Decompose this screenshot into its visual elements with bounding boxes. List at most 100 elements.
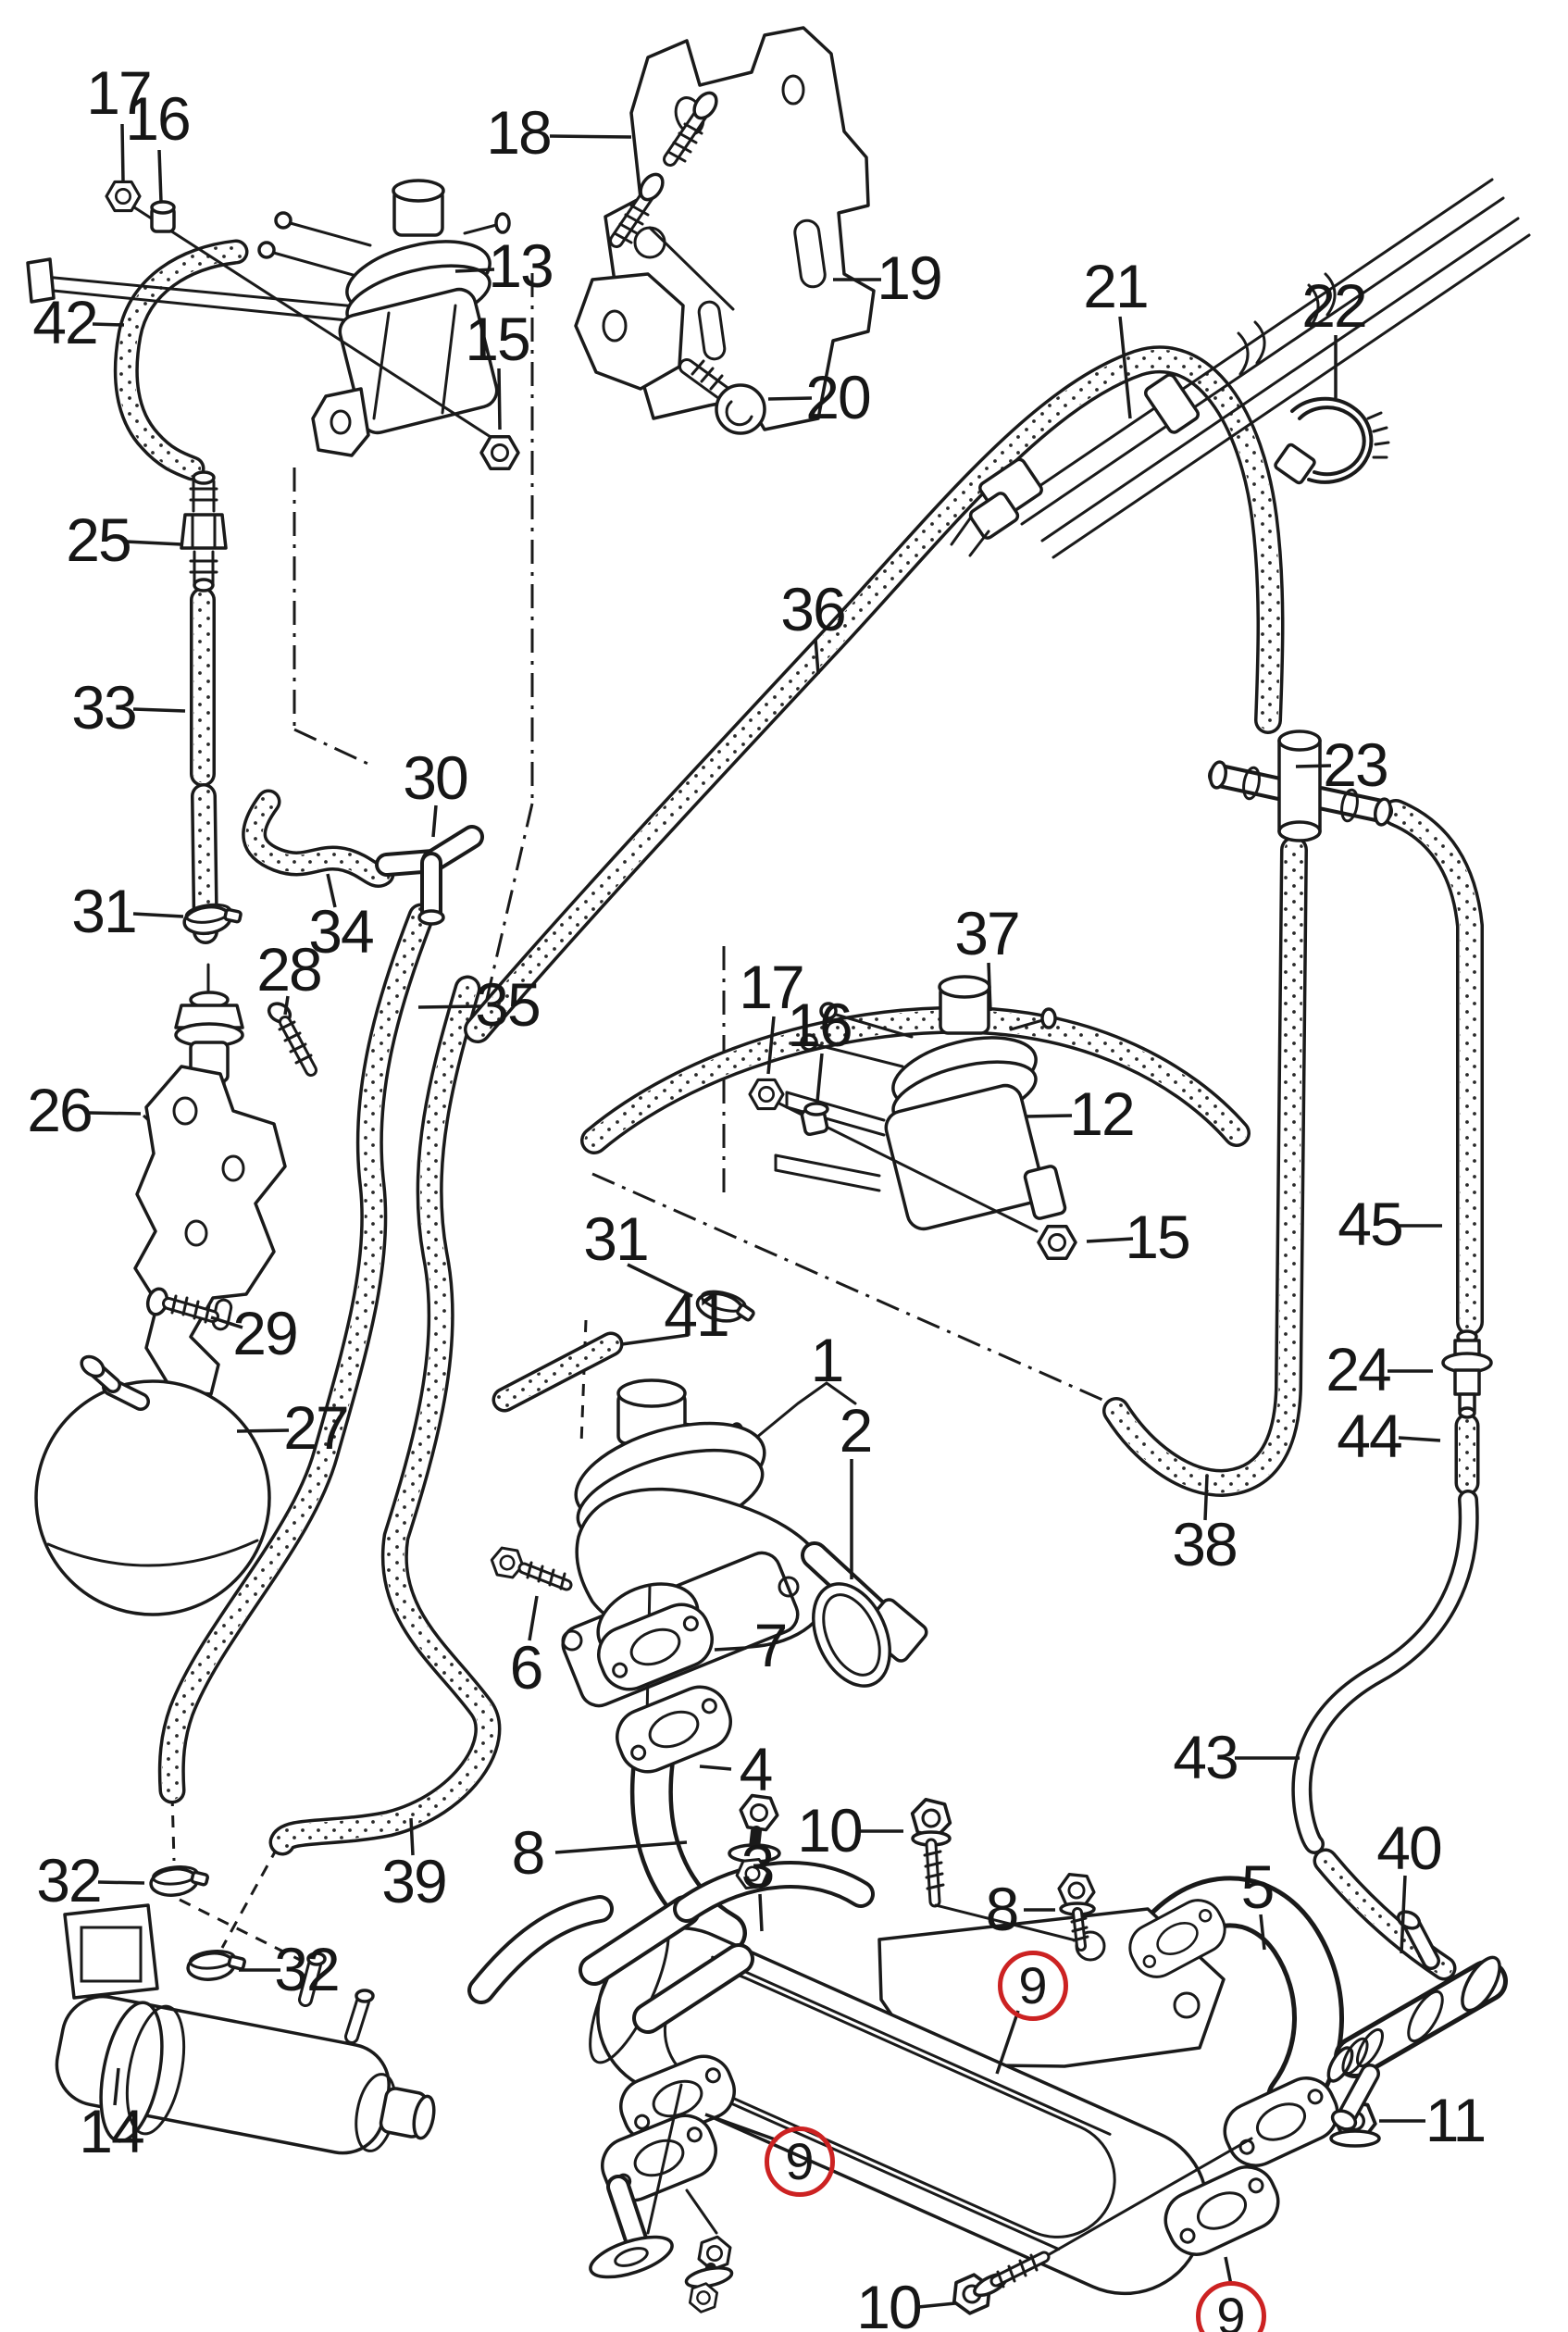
leader-line-37 [987,962,992,1012]
leader-line-9 [704,2113,778,2142]
leader-line-10 [917,2301,956,2309]
o-ring-2 [812,1582,891,1688]
leader-line-16 [157,149,163,203]
leader-line-44 [1398,1436,1441,1442]
part-number-10: 10 [797,1796,863,1864]
leader-line-29 [210,1316,243,1329]
part-number-17: 17 [739,953,804,1021]
part-number-35: 35 [475,970,541,1039]
part-number-1: 1 [810,1326,845,1394]
solenoid-valve-13 [26,179,520,471]
cross-connector-23 [1208,730,1393,842]
leader-line-38 [1203,1475,1209,1521]
part-number-38: 38 [1172,1510,1238,1578]
part-number-10: 10 [856,2273,922,2332]
solenoid-valve-14 [55,1903,436,2155]
part-number-21: 21 [1083,252,1149,320]
leader-line-40 [1400,1875,1407,1954]
part-number-7: 7 [753,1611,789,1679]
part-number-20: 20 [805,363,871,431]
leader-line-25 [125,540,182,546]
part-number-34: 34 [308,897,374,966]
part-number-17: 17 [86,58,152,127]
part-number-15: 15 [465,305,530,373]
bolt-8a [728,1792,781,1890]
bracket-19 [574,26,876,435]
screw-18a [663,91,718,167]
bushing-16b [800,1102,829,1137]
part-number-41: 41 [664,1280,729,1349]
leader-line-15 [497,368,502,430]
part-number-43: 43 [1173,1723,1238,1791]
bushing-16 [150,200,176,233]
leader-line-31 [132,912,184,918]
leader-line-18 [549,134,632,139]
leader-line-31 [627,1263,693,1298]
screw-20 [678,358,766,435]
leader-line-21 [1118,316,1132,419]
part-number-3: 3 [740,1832,776,1901]
leader-line-36 [814,638,820,675]
leader-line-42 [92,322,125,327]
clamp-22 [1274,396,1390,485]
part-number-22: 22 [1301,271,1367,340]
leader-line-27 [236,1428,290,1433]
part-number-32: 32 [274,1935,340,2003]
part-number-37: 37 [954,899,1020,967]
bolt-10b [945,2251,1051,2319]
leader-line-32 [97,1880,145,1885]
leader-line-35 [417,1004,482,1009]
highlighted-part-number-9: 9 [765,2126,835,2197]
leader-line-5 [1259,1914,1266,1951]
bolt-8c [1055,1872,1098,1952]
leader-line-33 [132,707,186,713]
part-number-29: 29 [232,1299,298,1367]
part-number-16: 16 [787,991,852,1059]
part-number-5: 5 [1240,1852,1276,1921]
part-number-40: 40 [1376,1814,1442,1882]
leader-line-23 [1295,764,1332,768]
part-number-16: 16 [125,84,191,153]
part-number-28: 28 [256,935,322,1004]
part-number-26: 26 [27,1076,93,1144]
solenoid-valve-12 [748,975,1077,1261]
part-number-31: 31 [71,877,137,945]
leader-line-16 [815,1053,824,1103]
part-number-44: 44 [1337,1402,1402,1470]
part-number-13: 13 [488,231,554,300]
part-number-42: 42 [32,288,98,356]
leader-line-8 [554,1840,688,1854]
leader-line-26 [87,1111,142,1116]
leader-line-9 [995,2010,1020,2075]
leader-line-28 [283,995,290,1016]
leader-line-17 [120,123,125,182]
part-number-15: 15 [1125,1203,1190,1271]
part-number-33: 33 [71,673,137,742]
connector-25 [180,470,228,592]
part-number-45: 45 [1338,1190,1403,1258]
hose-fitting-40 [1326,1910,1508,2131]
part-number-36: 36 [780,575,846,643]
part-number-25: 25 [66,505,131,574]
part-number-8: 8 [511,1818,546,1887]
part-number-24: 24 [1325,1335,1391,1403]
nut-11 [1329,2099,1381,2148]
bolt-6 [488,1545,573,1591]
part-number-19: 19 [877,243,942,312]
leader-line-30 [431,804,438,838]
connector-24 [1441,1329,1493,1419]
part-number-32: 32 [36,1846,102,1914]
part-number-2: 2 [839,1396,874,1465]
leader-line-17 [766,1016,776,1075]
y-connector-30 [375,825,484,926]
cooler-lower-stub [589,2083,683,2279]
highlighted-part-number-9: 9 [998,1951,1068,2021]
part-number-14: 14 [79,2097,144,2165]
leader-line-34 [326,873,337,908]
leader-line-13 [454,268,495,273]
cable-guide-21 [950,178,1531,559]
bolt-10a [906,1795,1077,1942]
vacuum-reservoir-27 [34,1354,271,1616]
